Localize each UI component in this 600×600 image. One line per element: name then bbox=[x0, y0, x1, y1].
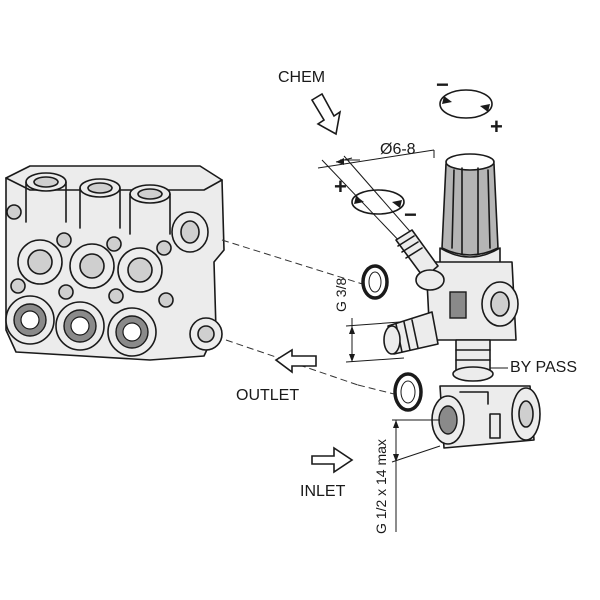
rotation-top-minus: − bbox=[436, 72, 449, 97]
thread-top-label: G 3/8 bbox=[333, 278, 349, 312]
pump-manifold bbox=[5, 165, 225, 361]
chem-arrow-icon bbox=[310, 92, 342, 136]
bypass-stem bbox=[452, 339, 494, 382]
rotation-top-plus: + bbox=[490, 114, 503, 139]
diameter-dimension bbox=[317, 149, 435, 247]
rotation-mid-minus: − bbox=[404, 202, 417, 227]
chem-label: CHEM bbox=[278, 69, 325, 86]
outlet-label: OUTLET bbox=[236, 387, 299, 404]
rotation-arrow-icon-mid bbox=[351, 189, 405, 215]
manifold-bottom-ports bbox=[5, 295, 223, 357]
outlet-arrow-icon bbox=[274, 348, 317, 374]
inlet-label: INLET bbox=[300, 483, 346, 500]
rotation-arrow-icon bbox=[439, 89, 493, 119]
manifold-top-ports bbox=[25, 172, 171, 235]
washer-icon-lower bbox=[393, 372, 423, 412]
chem-injector bbox=[395, 229, 445, 291]
diameter-label: Ø6-8 bbox=[380, 141, 416, 158]
outlet-fitting bbox=[383, 311, 439, 355]
washer-icon bbox=[361, 264, 389, 300]
thread-bottom-label: G 1/2 x 14 max bbox=[373, 439, 389, 534]
bypass-label: BY PASS bbox=[510, 359, 577, 376]
alignment-lines bbox=[221, 239, 411, 399]
rotation-mid-plus: + bbox=[334, 174, 347, 199]
thread-dimension-lines bbox=[345, 318, 508, 532]
inlet-arrow-icon bbox=[311, 446, 354, 474]
adjustment-knob bbox=[439, 153, 501, 271]
unloader-valve bbox=[383, 153, 541, 449]
